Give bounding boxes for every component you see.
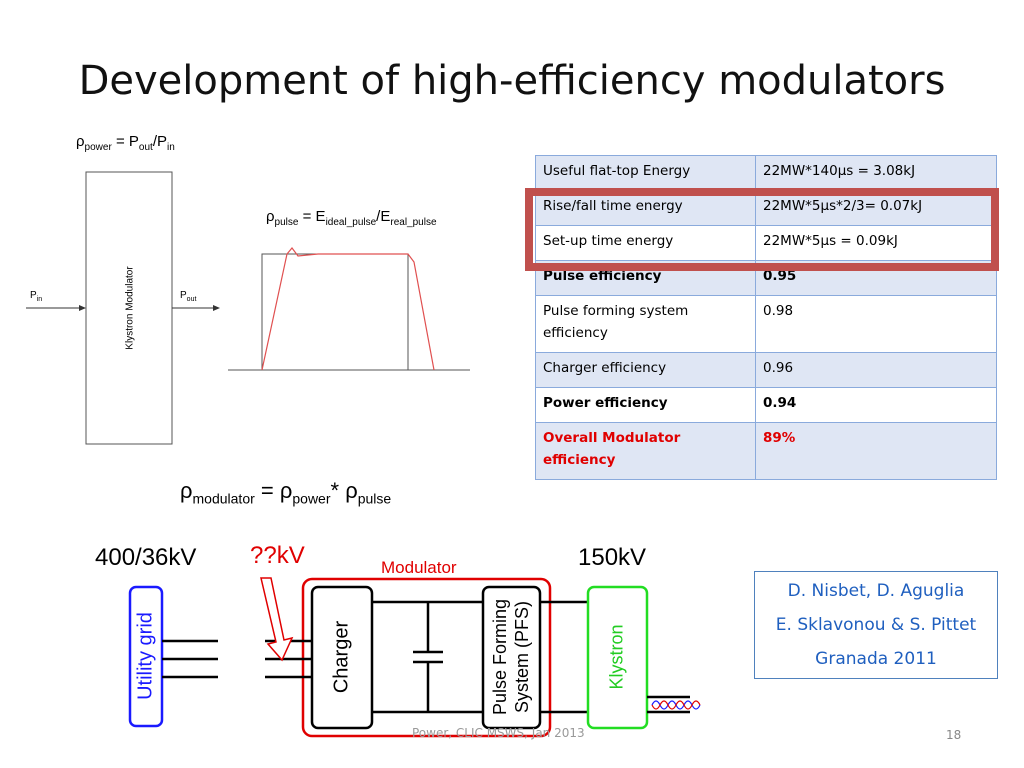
authors-box: D. Nisbet, D. Aguglia E. Sklavonou & S. … xyxy=(754,571,998,679)
table-cell-label: Set-up time energy xyxy=(535,225,756,261)
modulator-efficiency-formula: ρmodulator = ρpower* ρpulse xyxy=(180,478,392,507)
pfs-box xyxy=(481,585,542,730)
klystron-modulator-diagram xyxy=(26,171,470,445)
charger-voltage-label: ??kV xyxy=(250,542,305,569)
output-arrowhead xyxy=(213,305,220,311)
table-cell-label: Power efficiency xyxy=(535,387,756,423)
authors-line-2: E. Sklavonou & S. Pittet xyxy=(775,615,977,635)
utility-grid-box xyxy=(128,585,164,728)
slide-footer: Power, CLIC MSWS, Jan 2013 xyxy=(412,726,585,740)
slide-title: Development of high-efficiency modulator… xyxy=(78,58,946,104)
rf-wave-red xyxy=(651,700,701,710)
charger-voltage-arrow xyxy=(260,577,294,662)
power-efficiency-formula: ρpower = Pout/Pin xyxy=(76,133,175,153)
table-cell-label: Overall Modulator efficiency xyxy=(535,422,756,480)
klystron-modulator-box xyxy=(85,171,173,445)
real-pulse xyxy=(261,247,435,371)
table-cell-label: Rise/fall time energy xyxy=(535,190,756,226)
pfs-label: Pulse Forming System (PFS) xyxy=(489,599,533,715)
table-cell-label: Pulse forming system efficiency xyxy=(535,295,756,353)
input-arrowhead xyxy=(79,305,86,311)
authors-line-3: Granada 2011 xyxy=(815,649,937,669)
klystron-label: Klystron xyxy=(606,624,627,690)
table-cell-value: 0.94 xyxy=(755,387,997,423)
table-cell-label: Charger efficiency xyxy=(535,352,756,388)
table-cell-value: 22MW*5µs*2/3= 0.07kJ xyxy=(755,190,997,226)
table-cell-value: 22MW*5µs = 0.09kJ xyxy=(755,225,997,261)
klystron-voltage-label: 150kV xyxy=(578,544,647,571)
page-number: 18 xyxy=(946,728,962,742)
pulse-efficiency-formula: ρpulse = Eideal_pulse/Ereal_pulse xyxy=(266,208,437,228)
klystron-box xyxy=(586,585,649,730)
charger-label: Charger xyxy=(330,620,353,694)
pfs-label-line2: System (PFS) xyxy=(512,600,532,714)
charger-box xyxy=(310,585,374,730)
authors-line-1: D. Nisbet, D. Aguglia xyxy=(787,581,965,601)
output-label: Pout xyxy=(180,290,197,303)
modulator-label: Modulator xyxy=(381,558,457,577)
utility-grid-label: Utility grid xyxy=(134,612,157,700)
input-label: Pin xyxy=(30,290,43,303)
highlight-box xyxy=(525,188,999,271)
modulator-outline xyxy=(301,577,552,738)
table-cell-label: Useful flat-top Energy xyxy=(535,155,756,191)
grid-voltage-label: 400/36kV xyxy=(95,544,197,571)
table-cell-value: 0.98 xyxy=(755,295,997,353)
pfs-label-line1: Pulse Forming xyxy=(490,598,510,716)
table-cell-value: 89% xyxy=(755,422,997,480)
